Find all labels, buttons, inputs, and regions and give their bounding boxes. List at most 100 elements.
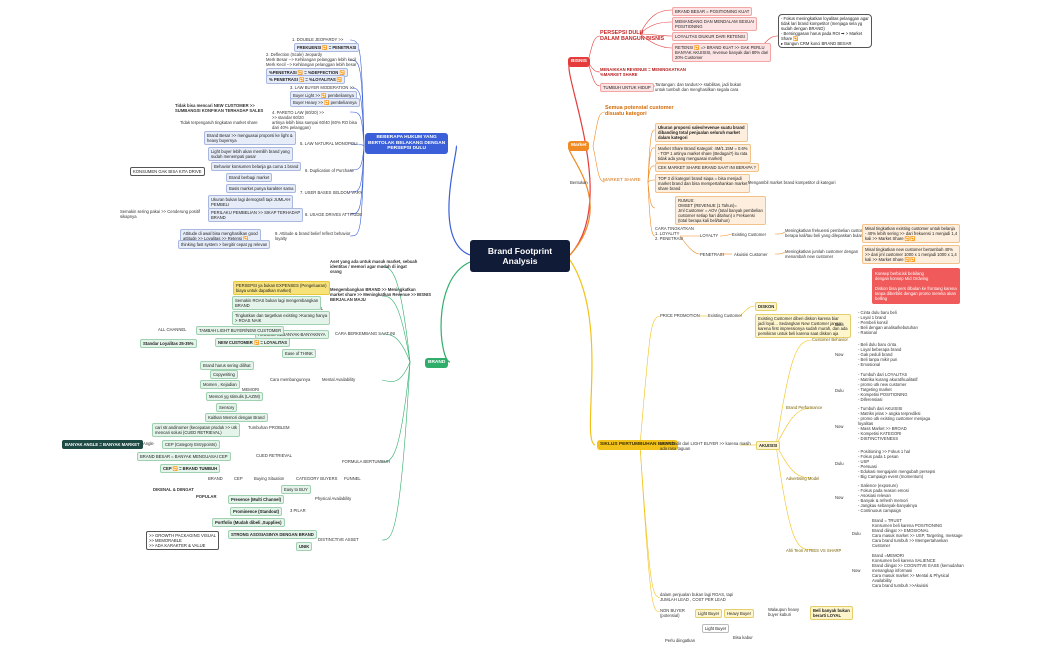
- ari-now: Brand =MEMORI Konsumen beli karena SALIE…: [872, 553, 964, 588]
- market-share: MARKET SHARE: [603, 178, 641, 183]
- bp-dulu-label: Dulu: [835, 388, 844, 393]
- siklus-brand-performance: Brand Performance: [786, 405, 823, 410]
- siklus-existing: Existing Customer: [708, 313, 742, 318]
- brand-distinctive: DISTINCTIVE ASSET: [318, 537, 359, 542]
- brand-category: CATEGORY BUYERS: [296, 476, 338, 481]
- ad-now: - Salience (exposure) - Fokus pada reaso…: [858, 483, 918, 513]
- law-1: 1. DOUBLE JEOPARDY >>: [292, 37, 344, 42]
- siklus-light2: Light Buyer: [702, 624, 730, 633]
- branch-market[interactable]: Market: [568, 141, 590, 151]
- cb-dulu: - Cinta dulu baru beli - Loyal 1 brand -…: [858, 310, 918, 335]
- bisnis-item-2: MEMANDANG DAN MENDALAM SESUAI POSITIONIN…: [672, 17, 758, 31]
- law-5-nm1: Brand Besar >> menguasai proporsi ke lig…: [204, 131, 296, 145]
- market-penetrasi-desc: Meningkatkan jumlah customer dengan mena…: [785, 249, 859, 259]
- siklus-wom: WOM hadir dari LIGHT BUYER >> karena mas…: [660, 441, 751, 451]
- law-2: 2. Deflection (Scale) Jeopardy: [266, 52, 323, 57]
- memori-tumbuhan: Tumbuhan PROBLEM: [248, 425, 290, 430]
- brand-funnel: FUNNEL: [344, 476, 361, 481]
- brand-word: BRAND: [208, 476, 223, 481]
- market-bentukan: Bentukan: [570, 180, 588, 185]
- cb-dulu-label: Dulu: [835, 322, 844, 327]
- law-9: 9. Attitude & brand belief reflect behav…: [275, 231, 351, 241]
- memori-item-1: Brand harus sering dilihat: [200, 361, 254, 370]
- bisnis-item-4: RETENSI 🔁 => BRAND KUAT >> GAK PERLU BAN…: [672, 43, 772, 62]
- siklus-callout: Konsep berbicisk bebilang dengan konsep …: [872, 268, 960, 304]
- law-2-sp2: % PENETRASI 🔁 = %LOYALITAS 🔁: [266, 75, 346, 84]
- link-hukum: [448, 145, 471, 256]
- brand-cep: CEP (Category Entrypoints): [162, 440, 220, 449]
- link-brand: [440, 261, 471, 363]
- law-9-ab2: thinking fast system > bergitir cepat yg…: [178, 240, 271, 249]
- brand-easy: Easy to BUY: [281, 485, 311, 494]
- bp-now: - Tumbuh dari AKUISISI - Matriks jelas >…: [858, 406, 931, 441]
- law-5-nm2: Light buyer lebih akan memilih brand yan…: [208, 147, 293, 161]
- central-topic[interactable]: Brand Footprint Analysis: [470, 240, 570, 272]
- market-penetrasi-note: Misal tingkatkan new customer bertambah …: [862, 245, 960, 264]
- brand-prominence: Prominence (Standout): [230, 507, 283, 516]
- branch-bisnis[interactable]: BISNIS: [568, 57, 590, 67]
- siklus-beli-banyak: Beli banyak bukan berarti LOYAL: [810, 606, 853, 620]
- brand-cara: CARA BERKEMBANG SAAT INI: [335, 331, 396, 336]
- ari-dulu: Brand = TRUST Konsumen beli karena POSIT…: [872, 518, 963, 548]
- brand-cep-brand: CEP 🔁 = BRAND TUMBUH: [160, 464, 221, 473]
- law-8-ud0: Semakin sering pakai >> Cenderung positi…: [120, 209, 201, 219]
- brand-all: ALL CHANNEL: [158, 327, 187, 332]
- siklus-heavy-note: Walaupun heavy buyer kaburi: [768, 607, 800, 617]
- law-5: 5. LAW NATURAL MONOPOLI: [300, 141, 358, 146]
- brand-buying: Buying Situation: [254, 476, 285, 481]
- ad-now-label: Now: [835, 495, 844, 500]
- siklus-dalam: dalam penjualan bukan lagi ROAS, tapi JU…: [660, 592, 734, 602]
- siklus-heavy: Heavy Buyer: [724, 609, 754, 618]
- ari-dulu-label: Dulu: [852, 531, 861, 536]
- memori-item-2: Copywriting: [210, 370, 238, 379]
- ari-now-label: Now: [852, 568, 861, 573]
- ad-dulu: - Positioning >> Fokus 1 hal - Fokus pad…: [858, 449, 936, 479]
- brand-popular: POPULAR: [196, 494, 217, 499]
- brand-bdiasa: BRAND BESAR = BANYAK MENGUASAI CEP: [137, 452, 231, 461]
- market-item-1: Ukuran proporsi sales/revenue suatu bran…: [655, 123, 748, 142]
- brand-cara-bangun: Cara membangunnya: [270, 377, 311, 382]
- bp-dulu: - Tumbuh dari LOYALITAS - Matrika kurang…: [858, 372, 918, 402]
- siklus-light: Light Buyer: [695, 609, 723, 618]
- brand-cued: CUED RETRIEVAL: [256, 453, 292, 458]
- brand-banyak-angle: BANYAK ANGLE = BANYAK MARKET: [62, 440, 143, 449]
- memori-sensory: Sensory: [216, 403, 238, 412]
- siklus-nonbuyer: NON BUYER (potensial): [660, 608, 685, 618]
- brand-persepsi: PERSEPSI ya bukan EXPENSES (Pengeluaran)…: [233, 281, 330, 295]
- law-7: 7. USER BASES SELDOM VARY: [300, 190, 363, 195]
- law-2-desc: Merk Besar --> Kehilangan pelanggan lebi…: [266, 57, 357, 67]
- bisnis-revenue: MENAIKKAN REVENUE = MENINGKATKAN %MARKET…: [600, 67, 686, 77]
- brand-portfolio: Portfolio (Mudah dibeli ,Supplies): [212, 518, 285, 527]
- law-7-ub1: Basis market punya karakter sama: [226, 184, 297, 193]
- bisnis-note: - Fokus meningkatkan loyalitas pelanggan…: [778, 14, 872, 48]
- link-market: [568, 145, 591, 256]
- law-9-ab1: Attitude di awal bisa menghasilkan good …: [180, 229, 261, 243]
- bisnis-persepsi: PERSEPSI DULU DALAM BANGUN BISNIS: [600, 30, 665, 42]
- law-4-desc: >> standar 60/20 artinya lebih bisa samp…: [272, 115, 357, 130]
- law-7-ub2: Ukuran bukan lagi demografi tapi JUMLAH …: [208, 195, 294, 209]
- siklus-bisa: Bisa kabur: [733, 635, 753, 640]
- brand-strong: STRONG ASOSIASINYA DENGAN BRAND: [228, 530, 317, 539]
- brand-formula: FORMULA BERTUMBUH: [342, 459, 390, 464]
- brand-dikenal: DIKENAL & DIINGAT: [153, 487, 194, 492]
- brand-standar: Standar Loyalitas 25-35%: [140, 339, 197, 348]
- market-akuisisi: Akuisisi Customer: [734, 252, 768, 257]
- brand-3pilar: 3 PILAR: [290, 508, 306, 513]
- brand-cep2: CEP: [234, 476, 243, 481]
- brand-roas1: Semakin ROAS bukan lagi mengembangkan BR…: [232, 296, 322, 310]
- bisnis-item-3: LOYALITAS DIUKUR DARI RETENSI: [672, 32, 748, 41]
- brand-exp: Mengembangkan BRAND >> Meningkatkan mark…: [330, 287, 432, 302]
- law-3-bm2: Buyer Heavy >> 🔁 pembeliannya: [290, 98, 360, 107]
- brand-angle: Angle: [143, 441, 154, 446]
- law-6-dp2: Brand berbagi market: [226, 173, 273, 182]
- branch-siklus[interactable]: SIKLUS PERTUMBUHAN BRAND: [597, 440, 679, 450]
- branch-brand[interactable]: BRAND: [425, 358, 449, 368]
- link-siklus: [569, 259, 596, 446]
- market-cara: CARA TINGKATKAN 1. LOYALITY 2. PENETRASI: [655, 226, 694, 241]
- market-persepsi: Semua potensial customer disuatu kategor…: [605, 105, 674, 117]
- bp-now-label: Now: [835, 424, 844, 429]
- market-target: Mengambil market brand kompetitor di kat…: [748, 180, 836, 185]
- memori-item-4: Memori yg stimulis (LAZIM): [206, 392, 263, 401]
- branch-hukum[interactable]: BEBERAPA HUKUM YANG BERTOLAK BELAKANG DE…: [365, 133, 449, 154]
